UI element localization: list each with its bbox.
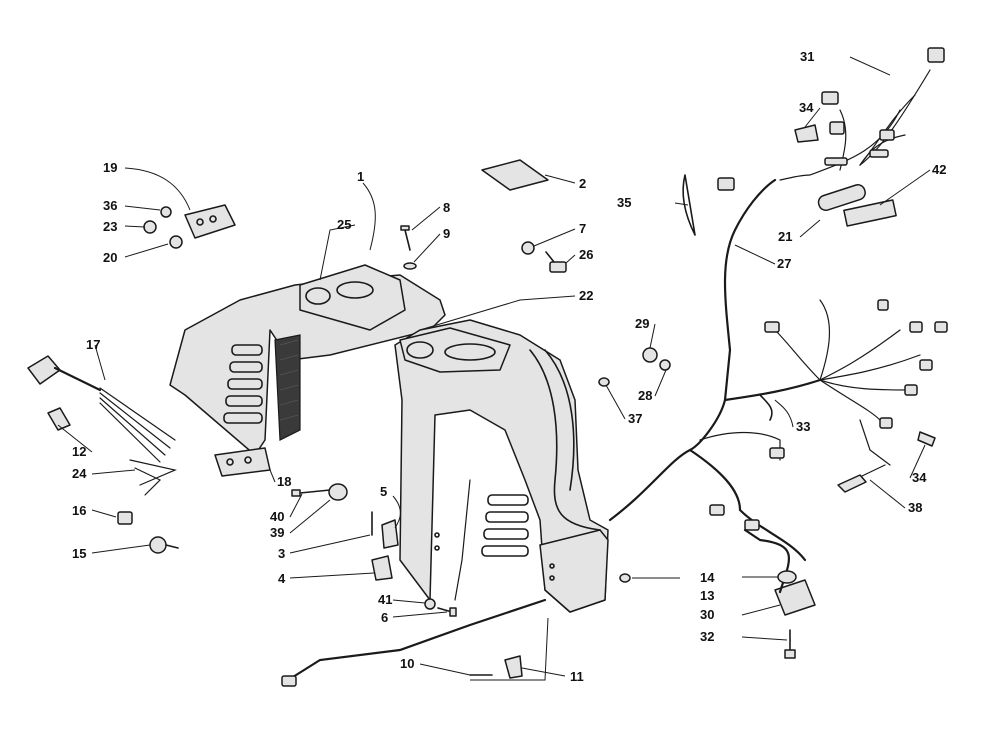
clip-12: [47, 407, 71, 431]
nut-23: [143, 220, 157, 234]
callout-39: 39: [270, 525, 284, 540]
clamp-35: [682, 174, 696, 236]
callout-40: 40: [270, 509, 284, 524]
callout-22: 22: [579, 288, 593, 303]
callout-28: 28: [638, 388, 652, 403]
grommet-39: [328, 483, 348, 501]
callout-29: 29: [635, 316, 649, 331]
upper-harness-31: [794, 47, 945, 176]
label-42: [843, 199, 897, 227]
callout-15: 15: [72, 546, 86, 561]
callout-27: 27: [777, 256, 791, 271]
callout-3: 3: [278, 546, 285, 561]
callout-2: 2: [579, 176, 586, 191]
choke-cable: [454, 479, 471, 601]
wiring-harness-27: [608, 174, 948, 562]
callout-10: 10: [400, 656, 414, 671]
callout-37: 37: [628, 411, 642, 426]
nut-14: [777, 570, 797, 584]
right-console-housing: [394, 319, 609, 613]
switch-16: [117, 511, 133, 525]
callout-35: 35: [617, 195, 631, 210]
callout-8: 8: [443, 200, 450, 215]
callout-41: 41: [378, 592, 392, 607]
callout-18: 18: [277, 474, 291, 489]
washer-41: [424, 598, 436, 610]
callout-21: 21: [778, 229, 792, 244]
left-console-housing: [169, 264, 446, 456]
callout-31: 31: [800, 49, 814, 64]
callout-5: 5: [380, 484, 387, 499]
washer-36: [160, 206, 172, 218]
callout-7: 7: [579, 221, 586, 236]
callout-34-lower: 34: [912, 470, 927, 485]
callout-33: 33: [796, 419, 810, 434]
callout-12: 12: [72, 444, 86, 459]
callout-23: 23: [103, 219, 117, 234]
clip-5: [381, 519, 399, 549]
clip-11: [504, 655, 523, 679]
callout-4: 4: [278, 571, 286, 586]
callout-20: 20: [103, 250, 117, 265]
toggle-switch-26: [545, 251, 567, 273]
bolt-32: [784, 629, 796, 659]
washer-13: [619, 573, 631, 583]
callout-16: 16: [72, 503, 86, 518]
lever-38: [837, 474, 867, 493]
lens-20: [169, 235, 183, 249]
leader-lines: [57, 56, 931, 681]
callout-6: 6: [381, 610, 388, 625]
callout-13: 13: [700, 588, 714, 603]
screw-8: [400, 225, 411, 251]
nut-28: [659, 359, 671, 371]
callout-34-upper: 34: [799, 100, 814, 115]
washer-9: [403, 262, 417, 270]
lower-cable: [283, 598, 547, 684]
washer-37: [598, 377, 610, 387]
panel-18: [214, 447, 271, 477]
callout-42: 42: [932, 162, 946, 177]
key-switch-15: [149, 536, 179, 554]
cable-33: [759, 394, 773, 421]
callout-labels: 1 2 3 4 5 6 7 8 9 10 11 12 13 14 15 16 1…: [72, 49, 946, 684]
callout-19: 19: [103, 160, 117, 175]
callout-11: 11: [570, 669, 584, 684]
bulb-34: [917, 431, 936, 447]
callout-14: 14: [700, 570, 715, 585]
callout-36: 36: [103, 198, 117, 213]
indicator-panel-19: [184, 204, 236, 239]
screw-40: [291, 489, 331, 497]
callout-30: 30: [700, 607, 714, 622]
callout-25: 25: [337, 217, 351, 232]
nut-7: [521, 241, 535, 255]
callout-26: 26: [579, 247, 593, 262]
bolt-6: [437, 607, 457, 617]
plate-2: [481, 159, 549, 191]
callout-9: 9: [443, 226, 450, 241]
washer-29: [642, 347, 658, 363]
bracket-4: [371, 555, 393, 581]
throttle-cable-17: [27, 355, 177, 496]
callout-32: 32: [700, 629, 714, 644]
spring-21: [817, 184, 866, 212]
callout-24: 24: [72, 466, 87, 481]
callout-38: 38: [908, 500, 922, 515]
callout-1: 1: [357, 169, 364, 184]
callout-17: 17: [86, 337, 100, 352]
